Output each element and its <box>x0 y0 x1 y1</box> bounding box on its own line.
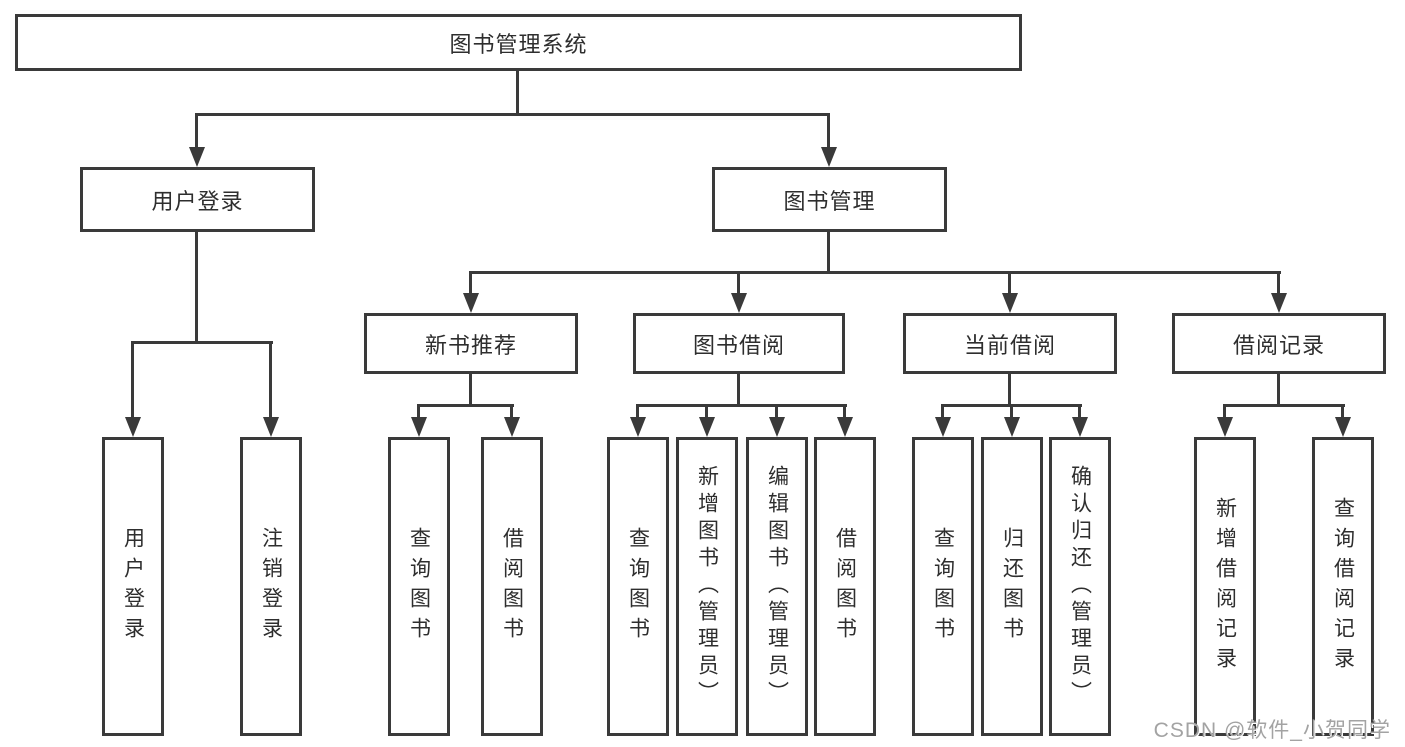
arrow-down-icon <box>411 417 427 437</box>
leaf-edit-books-admin: 编辑图书（管理员） <box>746 437 808 736</box>
arrow-down-icon <box>1217 417 1233 437</box>
connector-to-leaf-logout <box>269 341 272 419</box>
arrow-down-icon <box>630 417 646 437</box>
leaf-query-books-current: 查询图书 <box>912 437 974 736</box>
connector-book-management-split <box>469 271 1281 274</box>
leaf-user-login-label: 用户登录 <box>121 526 145 647</box>
leaf-query-books-borrow: 查询图书 <box>607 437 669 736</box>
connector-to-leaf-borrow-books-new <box>510 404 513 419</box>
leaf-query-books-borrow-label: 查询图书 <box>626 526 650 647</box>
leaf-query-books-new: 查询图书 <box>388 437 450 736</box>
leaf-add-books-admin: 新增图书（管理员） <box>676 437 738 736</box>
node-current-borrowing-label: 当前借阅 <box>963 332 1056 358</box>
connector-to-leaf-query-books-new <box>417 404 420 419</box>
connector-borrowing-records-stem <box>1277 374 1280 407</box>
leaf-query-books-current-label: 查询图书 <box>931 526 955 647</box>
leaf-logout-login-label: 注销登录 <box>259 526 283 647</box>
connector-to-borrowing-records <box>1277 271 1280 295</box>
node-user-login: 用户登录 <box>80 167 315 232</box>
arrow-down-icon <box>1002 293 1018 313</box>
leaf-borrow-books-new-label: 借阅图书 <box>500 526 524 647</box>
connector-user-login-stem <box>195 232 198 344</box>
connector-new-books-stem <box>469 374 472 407</box>
leaf-confirm-return-admin: 确认归还（管理员） <box>1049 437 1111 736</box>
leaf-borrow-books-new: 借阅图书 <box>481 437 543 736</box>
arrow-down-icon <box>837 417 853 437</box>
leaf-add-borrow-record: 新增借阅记录 <box>1194 437 1256 736</box>
connector-current-borrowing-stem <box>1008 374 1011 407</box>
node-new-books-label: 新书推荐 <box>424 332 517 358</box>
leaf-borrow-books-label: 借阅图书 <box>833 526 857 647</box>
connector-book-management-stem <box>827 232 830 274</box>
connector-to-leaf-query-books-borrow <box>636 404 639 419</box>
node-new-books: 新书推荐 <box>364 313 578 374</box>
leaf-query-borrow-record-label: 查询借阅记录 <box>1331 496 1355 677</box>
node-book-management: 图书管理 <box>712 167 947 232</box>
node-book-management-label: 图书管理 <box>783 188 876 214</box>
node-borrowing-records-label: 借阅记录 <box>1232 332 1325 358</box>
connector-user-login-split <box>131 341 273 344</box>
leaf-return-books: 归还图书 <box>981 437 1043 736</box>
leaf-return-books-label: 归还图书 <box>1000 526 1024 647</box>
connector-to-leaf-user-login <box>131 341 134 419</box>
arrow-down-icon <box>935 417 951 437</box>
leaf-logout-login: 注销登录 <box>240 437 302 736</box>
leaf-user-login: 用户登录 <box>102 437 164 736</box>
node-library-management-system: 图书管理系统 <box>15 14 1022 71</box>
connector-to-user-login <box>195 113 198 151</box>
connector-book-borrowing-split <box>636 404 847 407</box>
leaf-add-books-admin-label: 新增图书（管理员） <box>695 465 719 708</box>
arrow-down-icon <box>463 293 479 313</box>
node-user-login-label: 用户登录 <box>151 188 244 214</box>
connector-borrowing-records-split <box>1223 404 1345 407</box>
arrow-down-icon <box>504 417 520 437</box>
leaf-borrow-books: 借阅图书 <box>814 437 876 736</box>
node-book-borrowing: 图书借阅 <box>633 313 845 374</box>
connector-to-leaf-edit-books <box>775 404 778 419</box>
arrow-down-icon <box>731 293 747 313</box>
connector-to-new-books <box>469 271 472 295</box>
connector-new-books-split <box>417 404 514 407</box>
connector-root-stem <box>516 71 519 116</box>
leaf-confirm-return-admin-label: 确认归还（管理员） <box>1068 465 1092 708</box>
connector-to-leaf-borrow-books <box>843 404 846 419</box>
leaf-add-borrow-record-label: 新增借阅记录 <box>1213 496 1237 677</box>
connector-to-leaf-add-record <box>1223 404 1226 419</box>
leaf-query-books-new-label: 查询图书 <box>407 526 431 647</box>
leaf-query-borrow-record: 查询借阅记录 <box>1312 437 1374 736</box>
node-book-borrowing-label: 图书借阅 <box>692 332 785 358</box>
arrow-down-icon <box>1004 417 1020 437</box>
connector-to-leaf-query-record <box>1341 404 1344 419</box>
node-current-borrowing: 当前借阅 <box>903 313 1117 374</box>
node-borrowing-records: 借阅记录 <box>1172 313 1386 374</box>
arrow-down-icon <box>1271 293 1287 313</box>
arrow-down-icon <box>821 147 837 167</box>
arrow-down-icon <box>699 417 715 437</box>
arrow-down-icon <box>1335 417 1351 437</box>
connector-to-current-borrowing <box>1008 271 1011 295</box>
arrow-down-icon <box>1072 417 1088 437</box>
leaf-edit-books-admin-label: 编辑图书（管理员） <box>765 465 789 708</box>
connector-to-leaf-query-books-current <box>941 404 944 419</box>
arrow-down-icon <box>125 417 141 437</box>
connector-to-leaf-return-books <box>1010 404 1013 419</box>
arrow-down-icon <box>189 147 205 167</box>
connector-book-borrowing-stem <box>737 374 740 407</box>
connector-to-book-borrowing <box>737 271 740 295</box>
connector-to-leaf-confirm-return <box>1078 404 1081 419</box>
watermark: CSDN @软件_小贺同学 <box>1153 719 1391 742</box>
arrow-down-icon <box>263 417 279 437</box>
connector-to-leaf-add-books <box>705 404 708 419</box>
node-library-management-system-label: 图书管理系统 <box>449 31 588 57</box>
connector-to-book-management <box>827 113 830 151</box>
connector-root-split <box>195 113 829 116</box>
arrow-down-icon <box>769 417 785 437</box>
